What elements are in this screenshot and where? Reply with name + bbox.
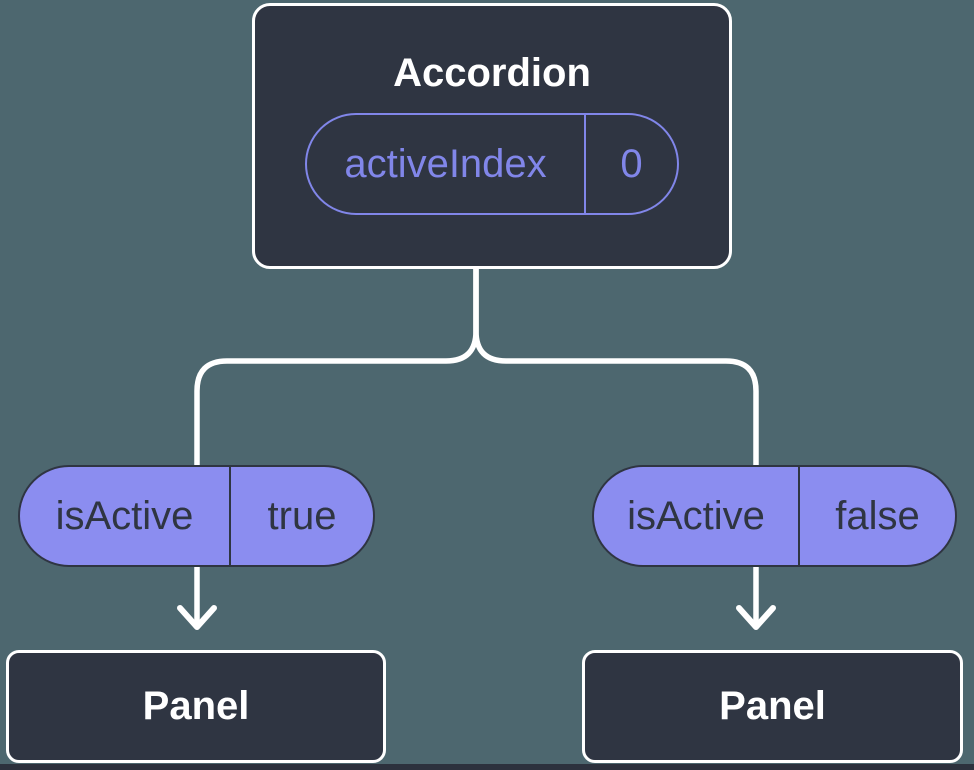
prop-value: false xyxy=(835,493,920,538)
prop-name: isActive xyxy=(20,467,231,565)
connector-branch-left xyxy=(194,265,479,626)
state-pill: activeIndex 0 xyxy=(305,113,679,215)
arrow-down-icon xyxy=(736,605,776,630)
prop-name: isActive xyxy=(594,467,800,565)
panel-node-label: Panel xyxy=(719,684,826,728)
connector-branch-right xyxy=(473,265,759,626)
state-value: 0 xyxy=(620,141,643,186)
panel-node-left: Panel xyxy=(6,650,386,763)
accordion-node-title: Accordion xyxy=(393,51,591,95)
state-name: activeIndex xyxy=(307,115,586,213)
prop-pill-is-active-true: isActive true xyxy=(18,465,375,567)
prop-pill-is-active-false: isActive false xyxy=(592,465,957,567)
arrow-down-icon xyxy=(177,605,217,630)
panel-node-label: Panel xyxy=(142,684,250,728)
prop-value: true xyxy=(267,493,337,538)
bottom-edge-strip xyxy=(0,764,974,770)
panel-node-right: Panel xyxy=(582,650,963,763)
accordion-node: Accordion activeIndex 0 xyxy=(252,3,732,269)
